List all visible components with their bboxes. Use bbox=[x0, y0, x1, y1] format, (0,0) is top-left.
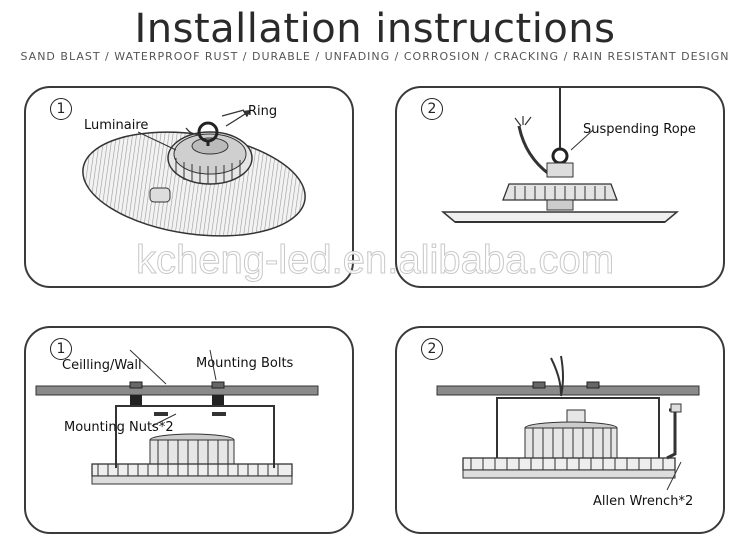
luminaire-label: Luminaire bbox=[84, 118, 149, 133]
mounting-bolts-illustration bbox=[35, 349, 319, 485]
step-number: 2 bbox=[421, 338, 443, 360]
panel-wrench-install: 2 Allen Wrench*2 bbox=[395, 326, 725, 534]
panel-rope-install: 2 Suspending Rope bbox=[395, 86, 725, 288]
ring-label: Ring bbox=[248, 104, 278, 119]
allen-wrench-label: Allen Wrench*2 bbox=[593, 494, 694, 509]
suspending-rope-illustration bbox=[440, 88, 680, 223]
page-title: Installation instructions bbox=[134, 6, 616, 52]
page-subtitle: SAND BLAST / WATERPROOF RUST / DURABLE /… bbox=[20, 50, 730, 63]
step-number: 1 bbox=[50, 338, 72, 360]
ceiling-wall-label: Ceilling/Wall bbox=[62, 358, 142, 373]
mounting-nuts-label: Mounting Nuts*2 bbox=[64, 420, 174, 435]
suspending-rope-label: Suspending Rope bbox=[583, 122, 696, 137]
mounting-bolts-label: Mounting Bolts bbox=[196, 356, 294, 371]
panel-bolt-install: 1 Ceilling/Wall Mounting Bolts Mounting … bbox=[24, 326, 354, 534]
allen-wrench-illustration bbox=[436, 355, 700, 491]
panel-ring-install: 1 Luminaire Ring bbox=[24, 86, 354, 288]
luminaire-ring-illustration bbox=[82, 109, 306, 237]
step-number: 2 bbox=[421, 98, 443, 120]
step-number: 1 bbox=[50, 98, 72, 120]
